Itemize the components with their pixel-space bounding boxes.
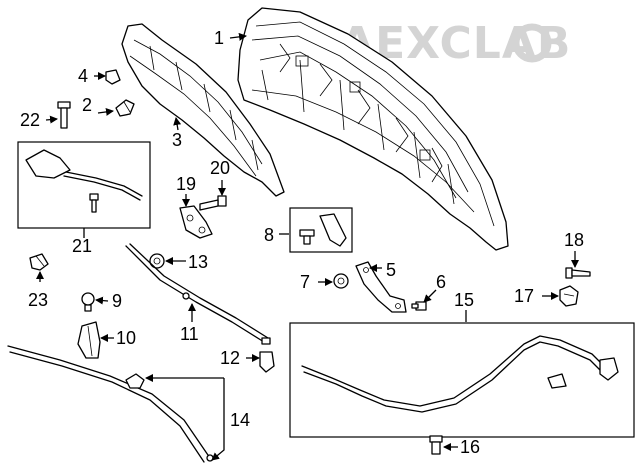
callout-20: 20	[210, 158, 230, 178]
striker-group	[289, 207, 353, 253]
weatherstrip	[7, 345, 214, 463]
callout-8: 8	[264, 225, 274, 245]
bumper-part-2	[115, 99, 135, 117]
callout-6: 6	[436, 272, 446, 292]
callout-11: 11	[180, 324, 199, 344]
callout-4: 4	[78, 66, 88, 86]
callout-9: 9	[112, 291, 122, 311]
callout-17: 17	[514, 286, 534, 306]
callout-16: 16	[460, 437, 480, 457]
callout-14: 14	[230, 410, 250, 430]
callout-2: 2	[82, 95, 92, 115]
clip-part-12	[259, 351, 275, 373]
bolt-part-20	[199, 195, 227, 211]
callout-22: 22	[20, 110, 40, 130]
callout-1: 1	[214, 28, 224, 48]
hood-insulator	[121, 23, 285, 197]
bolt-part-22	[57, 101, 71, 129]
bumper-part-9	[81, 292, 95, 312]
bolt-part-18	[565, 267, 591, 279]
callout-19: 19	[176, 174, 196, 194]
prop-rod-part-11	[125, 243, 271, 345]
nut-part-7	[333, 273, 349, 289]
callout-labels: 1 2 3 4 5 6 7 8 9 10 11 12 13 14 15 16 1…	[20, 28, 584, 457]
callout-21: 21	[72, 236, 92, 256]
callout-23: 23	[28, 290, 48, 310]
callout-15: 15	[454, 290, 474, 310]
callout-18: 18	[564, 230, 584, 250]
callout-5: 5	[386, 260, 396, 280]
callout-7: 7	[300, 272, 310, 292]
clip-part-4	[105, 69, 121, 85]
bumper-part-17	[559, 285, 579, 307]
clip-part-16	[429, 435, 443, 455]
release-handle-group	[17, 141, 151, 229]
release-cable-group	[289, 322, 635, 438]
grommet-part-13	[149, 253, 165, 269]
bracket-part-5	[355, 261, 407, 313]
hinge-part-19	[179, 205, 213, 239]
callout-3: 3	[172, 130, 182, 150]
callout-13: 13	[188, 252, 208, 272]
bracket-part-10	[77, 321, 101, 359]
grommet-part-23	[29, 253, 49, 271]
callout-12: 12	[220, 348, 240, 368]
leader-lines	[36, 32, 579, 461]
callout-10: 10	[116, 328, 136, 348]
bolt-part-6	[411, 301, 427, 311]
hood-panel	[237, 7, 509, 251]
